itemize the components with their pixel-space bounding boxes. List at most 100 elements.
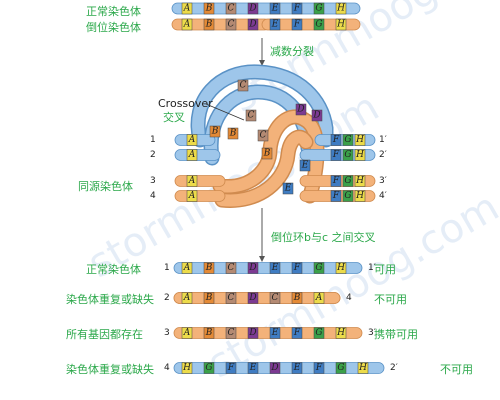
gene-e: E <box>269 2 281 15</box>
chromatid-number-right: 1′ <box>379 135 387 145</box>
gene-letter: G <box>344 150 351 160</box>
inversion-label: 倒位环b与c 之间交叉 <box>271 230 376 244</box>
gene-b: B <box>209 125 221 138</box>
gene-f: F <box>291 2 303 15</box>
gene-d: D <box>247 262 259 274</box>
inverted-chromosome-right <box>261 18 361 31</box>
gene-letter: F <box>332 150 340 160</box>
gene-h: H <box>354 175 366 187</box>
gene-a: A <box>181 2 193 15</box>
gene-letter: E <box>284 184 292 194</box>
inverted-chromosome-label: 倒位染色体 <box>86 20 141 34</box>
gene-letter: A <box>183 263 191 273</box>
chromatid-number-right: 4′ <box>379 191 387 201</box>
gene-b: B <box>203 327 215 339</box>
gene-e: E <box>299 159 311 172</box>
gene-letter: E <box>293 363 301 373</box>
gene-letter: H <box>336 4 345 14</box>
gene-a: A <box>186 190 198 202</box>
gene-f: F <box>330 175 342 187</box>
gene-g: G <box>342 175 354 187</box>
gene-c: C <box>237 79 249 92</box>
gene-letter: C <box>248 111 255 121</box>
gene-letter: G <box>315 263 322 273</box>
gene-h: H <box>354 190 366 202</box>
gene-a: A <box>181 327 193 339</box>
gene-f: F <box>330 190 342 202</box>
normal-chromosome-label: 正常染色体 <box>86 4 141 18</box>
gene-b: B <box>203 262 215 274</box>
gene-a: A <box>181 292 193 304</box>
gene-letter: B <box>205 4 213 14</box>
gene-letter: H <box>358 363 367 373</box>
gene-letter: C <box>228 263 235 273</box>
gene-f: F <box>225 362 237 374</box>
gene-f: F <box>291 18 303 31</box>
gene-letter: C <box>228 328 235 338</box>
gene-letter: B <box>293 293 301 303</box>
gene-g: G <box>342 134 354 146</box>
gene-letter: F <box>293 328 301 338</box>
gene-d: D <box>311 109 323 122</box>
gene-f: F <box>313 362 325 374</box>
gene-c: C <box>225 292 237 304</box>
chromatid-left-arm-2 <box>174 149 221 161</box>
gene-e: E <box>247 362 259 374</box>
gene-g: G <box>313 18 325 31</box>
gene-b: B <box>291 292 303 304</box>
gene-g: G <box>313 262 325 274</box>
gene-h: H <box>181 362 193 374</box>
blue-loop-outer-fill <box>192 65 332 146</box>
product-status: 可用 <box>374 263 396 276</box>
product-end-number: 3′ <box>368 328 376 338</box>
chromatid-number-left: 4 <box>150 191 156 201</box>
gene-letter: F <box>293 263 301 273</box>
gene-letter: F <box>293 20 301 30</box>
gene-letter: D <box>248 293 256 303</box>
gene-letter: B <box>205 293 213 303</box>
gene-letter: C <box>260 131 267 141</box>
gene-a: A <box>181 18 193 31</box>
gene-g: G <box>203 362 215 374</box>
gene-d: D <box>269 362 281 374</box>
gene-b: B <box>261 147 273 160</box>
gene-letter: B <box>205 328 213 338</box>
gene-letter: H <box>355 191 364 201</box>
gene-e: E <box>269 18 281 31</box>
gene-b: B <box>203 292 215 304</box>
gene-letter: B <box>205 263 213 273</box>
gene-letter: E <box>249 363 257 373</box>
chromatid-number-right: 3′ <box>379 176 387 186</box>
gene-letter: H <box>336 263 345 273</box>
gene-letter: H <box>355 135 364 145</box>
crossover-label-zh: 交叉 <box>163 110 185 124</box>
gene-letter: C <box>228 20 235 30</box>
product-start-number: 2 <box>164 293 170 303</box>
gene-letter: B <box>205 20 213 30</box>
gene-d: D <box>295 103 307 116</box>
gene-b: B <box>203 18 215 31</box>
product-description: 所有基因都存在 <box>66 327 143 341</box>
gene-letter: G <box>315 4 322 14</box>
orange-loop-inner-fill <box>216 131 312 207</box>
gene-letter: A <box>183 293 191 303</box>
gene-g: G <box>342 190 354 202</box>
gene-letter: A <box>183 4 191 14</box>
chromatid-left-arm-3 <box>174 175 226 187</box>
crossover-pointer <box>205 103 245 121</box>
product-chromosome <box>173 262 363 274</box>
gene-g: G <box>313 2 325 15</box>
gene-letter: E <box>301 161 309 171</box>
gene-letter: F <box>332 191 340 201</box>
product-start-number: 3 <box>164 328 170 338</box>
gene-e: E <box>269 262 281 274</box>
gene-letter: C <box>272 293 279 303</box>
gene-h: H <box>335 2 347 15</box>
gene-letter: D <box>248 20 256 30</box>
gene-letter: F <box>332 135 340 145</box>
gene-letter: H <box>355 150 364 160</box>
product-description: 染色体重复或缺失 <box>66 292 154 306</box>
gene-letter: E <box>271 328 279 338</box>
